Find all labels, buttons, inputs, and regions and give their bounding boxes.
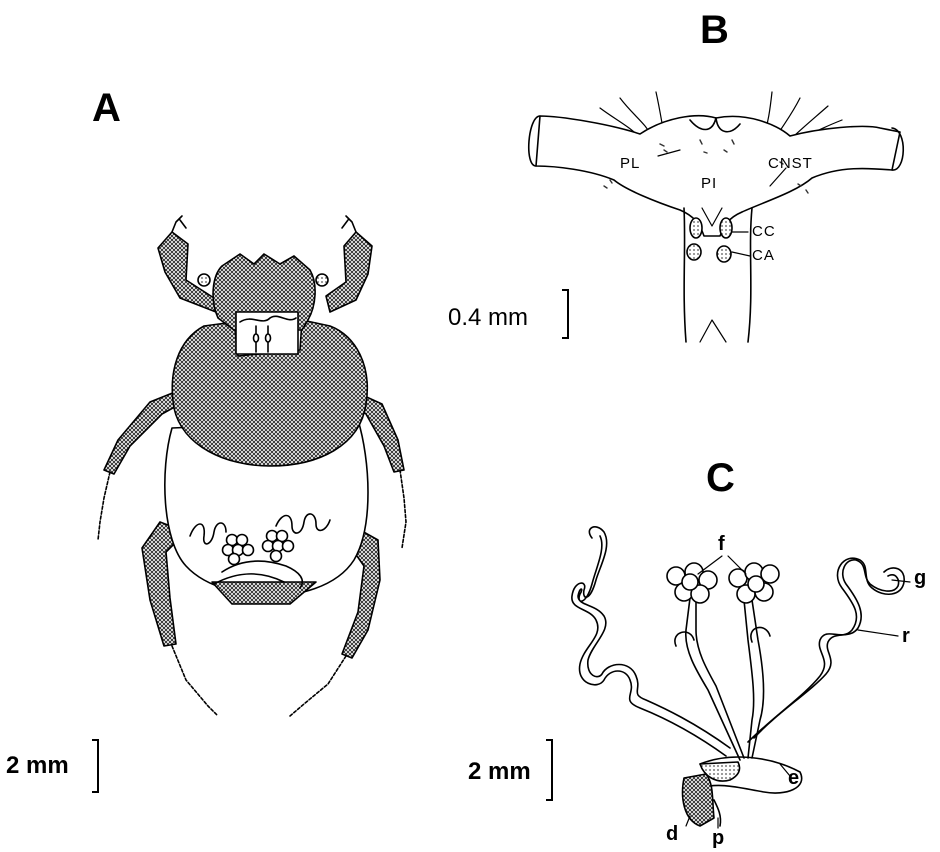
calyx-right xyxy=(751,627,770,642)
corpus-cardiacum-right xyxy=(720,218,732,238)
scale-label-c: 2 mm xyxy=(468,760,531,784)
beetle-drawing xyxy=(98,216,406,716)
scale-bar-c xyxy=(546,740,552,800)
brain-drawing xyxy=(529,92,904,342)
middle-leg-left-tarsus xyxy=(98,472,110,540)
corpus-allatum-left xyxy=(687,244,701,260)
label-d: d xyxy=(666,824,678,844)
brain-body xyxy=(536,116,900,236)
follicle-cluster-f-left xyxy=(667,563,717,603)
corpora-left xyxy=(254,334,259,342)
antenna-right xyxy=(316,274,328,286)
corpus-allatum-right xyxy=(717,246,731,262)
ovariole-left-2 xyxy=(696,600,744,758)
label-g: g xyxy=(914,568,926,588)
label-pi: PI xyxy=(701,176,717,191)
scale-bar-a xyxy=(92,740,98,792)
front-leg-right-tarsus xyxy=(342,216,356,232)
front-leg-right xyxy=(326,232,372,312)
tubule-left xyxy=(572,527,726,756)
panel-label-c: C xyxy=(706,458,735,498)
hind-leg-right-tarsus xyxy=(290,656,346,716)
label-cc: CC xyxy=(752,224,776,239)
scale-bar-b xyxy=(562,290,568,338)
follicle-cluster-f-right xyxy=(729,563,779,603)
panel-label-b: B xyxy=(700,10,729,50)
leader-g xyxy=(892,580,910,582)
head-window xyxy=(236,312,298,354)
middle-leg-right-tarsus xyxy=(400,470,406,548)
corpus-cardiacum-left xyxy=(690,218,702,238)
abdomen-tip xyxy=(212,582,316,604)
label-p: p xyxy=(712,828,724,848)
panel-label-a: A xyxy=(92,88,121,128)
brain-stem-notch xyxy=(700,320,726,342)
scale-label-a: 2 mm xyxy=(6,754,69,778)
leader-ca xyxy=(732,252,750,256)
hind-leg-left-tarsus xyxy=(172,646,218,716)
leader-d xyxy=(686,816,690,826)
label-f: f xyxy=(718,534,725,554)
label-pl: PL xyxy=(620,156,640,171)
leader-r xyxy=(858,630,898,636)
tubule-right-inner xyxy=(754,560,899,738)
label-e: e xyxy=(788,768,799,788)
label-ca: CA xyxy=(752,248,775,263)
ductus xyxy=(714,800,721,826)
dark-gland xyxy=(683,774,714,826)
calyx-left xyxy=(675,632,694,646)
label-cnst: CNST xyxy=(768,156,813,171)
front-leg-left-tarsus xyxy=(172,216,186,232)
scale-label-b: 0.4 mm xyxy=(448,306,528,330)
antenna-left xyxy=(198,274,210,286)
corpora-right xyxy=(266,334,271,342)
reproductive-drawing xyxy=(572,527,910,828)
label-r: r xyxy=(902,626,910,646)
front-leg-left xyxy=(158,232,216,312)
ovariole-right xyxy=(744,600,754,758)
